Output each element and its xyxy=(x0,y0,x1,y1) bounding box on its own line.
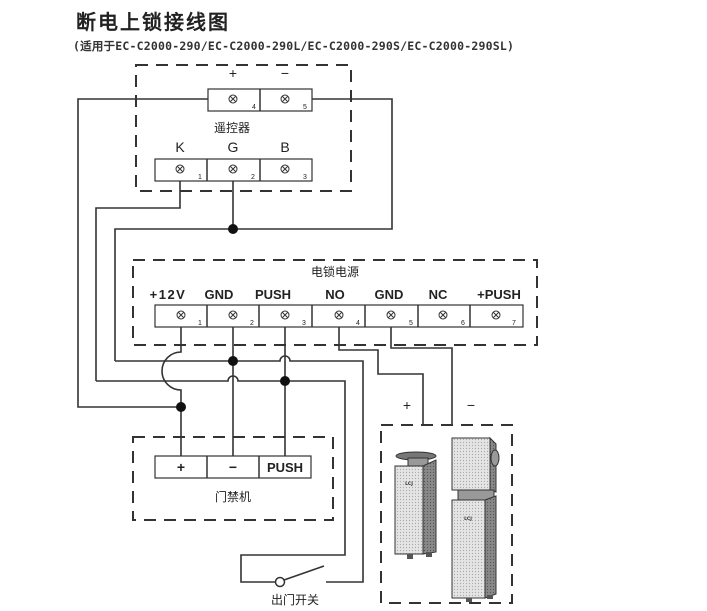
ac-plus-label: + xyxy=(177,459,185,475)
lp-terminal-2 xyxy=(228,310,238,320)
remote-terminal-5 xyxy=(280,94,290,104)
lp-terminal-5 xyxy=(386,310,396,320)
terminal-number: 4 xyxy=(356,320,360,327)
remote-name: 遥控器 xyxy=(214,121,250,135)
terminal-number: 4 xyxy=(252,104,256,111)
remote-k-label: K xyxy=(175,139,185,155)
wire-gnd2-to-lock-minus xyxy=(390,327,453,425)
lp-terminal-6 xyxy=(438,310,448,320)
lp-label-nc: NC xyxy=(429,287,448,302)
remote-box xyxy=(135,64,352,192)
lp-terminal-7 xyxy=(491,310,501,320)
page-subtitle: (适用于EC-C2000-290/EC-C2000-290L/EC-C2000-… xyxy=(73,39,515,53)
terminal-number: 3 xyxy=(303,174,307,181)
exit-switch-name: 出门开关 xyxy=(271,592,319,607)
lock-plus-label: + xyxy=(403,397,411,413)
lock-box xyxy=(380,424,513,604)
terminal-number: 5 xyxy=(303,104,307,111)
junctions xyxy=(176,224,290,412)
lp-label-no: NO xyxy=(325,287,345,302)
lp-label-12v: +12V xyxy=(150,287,187,302)
remote-g-label: G xyxy=(228,139,239,155)
lock-device-small: LCJ xyxy=(394,451,437,559)
terminal-number: 3 xyxy=(302,320,306,327)
lock-power-name: 电锁电源 xyxy=(311,264,359,279)
terminal-number: 7 xyxy=(512,320,516,327)
wires xyxy=(77,98,453,583)
junction-dot xyxy=(280,376,290,386)
wire-gnd-bus xyxy=(115,355,364,583)
lock-device-large: LCJ xyxy=(451,436,500,602)
page-title: 断电上锁接线图 xyxy=(76,10,230,34)
lock-brand-logo: LCJ xyxy=(405,481,413,487)
lock-minus-label: − xyxy=(467,397,475,413)
terminal-number: 2 xyxy=(251,174,255,181)
junction-dot xyxy=(228,224,238,234)
lp-terminal-3 xyxy=(280,310,290,320)
remote-terminal-4 xyxy=(228,94,238,104)
remote-minus-label: − xyxy=(281,65,289,81)
terminal-number: 2 xyxy=(250,320,254,327)
terminal-number: 1 xyxy=(198,320,202,327)
remote-terminal-2 xyxy=(228,164,238,174)
ac-push-label: PUSH xyxy=(267,460,303,475)
lock-power-supply: 电锁电源 +12V GND PUSH NO GND NC +PUSH xyxy=(150,264,524,328)
wire-push-bus xyxy=(96,375,346,583)
lock-brand-logo: LCJ xyxy=(464,516,472,522)
lp-label-push: PUSH xyxy=(255,287,291,302)
junction-dot xyxy=(228,356,238,366)
access-control-unit: + − PUSH 门禁机 xyxy=(154,455,312,504)
remote-plus-label: + xyxy=(229,65,237,81)
lp-label-gnd: GND xyxy=(205,287,234,302)
wire-remote-plus xyxy=(77,98,208,408)
wire-remote-k xyxy=(95,181,181,381)
wire-no-to-lock-plus xyxy=(338,327,424,425)
remote-controller: + − 4 5 遥控器 K G B 1 2 3 xyxy=(154,65,313,182)
junction-dot xyxy=(176,402,186,412)
ac-minus-label: − xyxy=(229,459,237,475)
switch-lever-icon xyxy=(283,565,325,581)
lp-label-plus-push: +PUSH xyxy=(477,287,521,302)
remote-terminal-3 xyxy=(280,164,290,174)
exit-switch: 出门开关 xyxy=(271,565,325,607)
terminal-number: 6 xyxy=(461,320,465,327)
wire-12v xyxy=(161,327,182,456)
terminal-number: 5 xyxy=(409,320,413,327)
remote-terminal-1 xyxy=(175,164,185,174)
lp-label-gnd2: GND xyxy=(375,287,404,302)
remote-b-label: B xyxy=(280,139,289,155)
access-control-name: 门禁机 xyxy=(215,489,251,504)
lp-terminal-1 xyxy=(176,310,186,320)
lp-terminal-4 xyxy=(334,310,344,320)
lock-power-box xyxy=(132,259,538,346)
terminal-number: 1 xyxy=(198,174,202,181)
switch-contact-icon xyxy=(274,576,286,588)
wire-remote-minus xyxy=(114,98,393,361)
